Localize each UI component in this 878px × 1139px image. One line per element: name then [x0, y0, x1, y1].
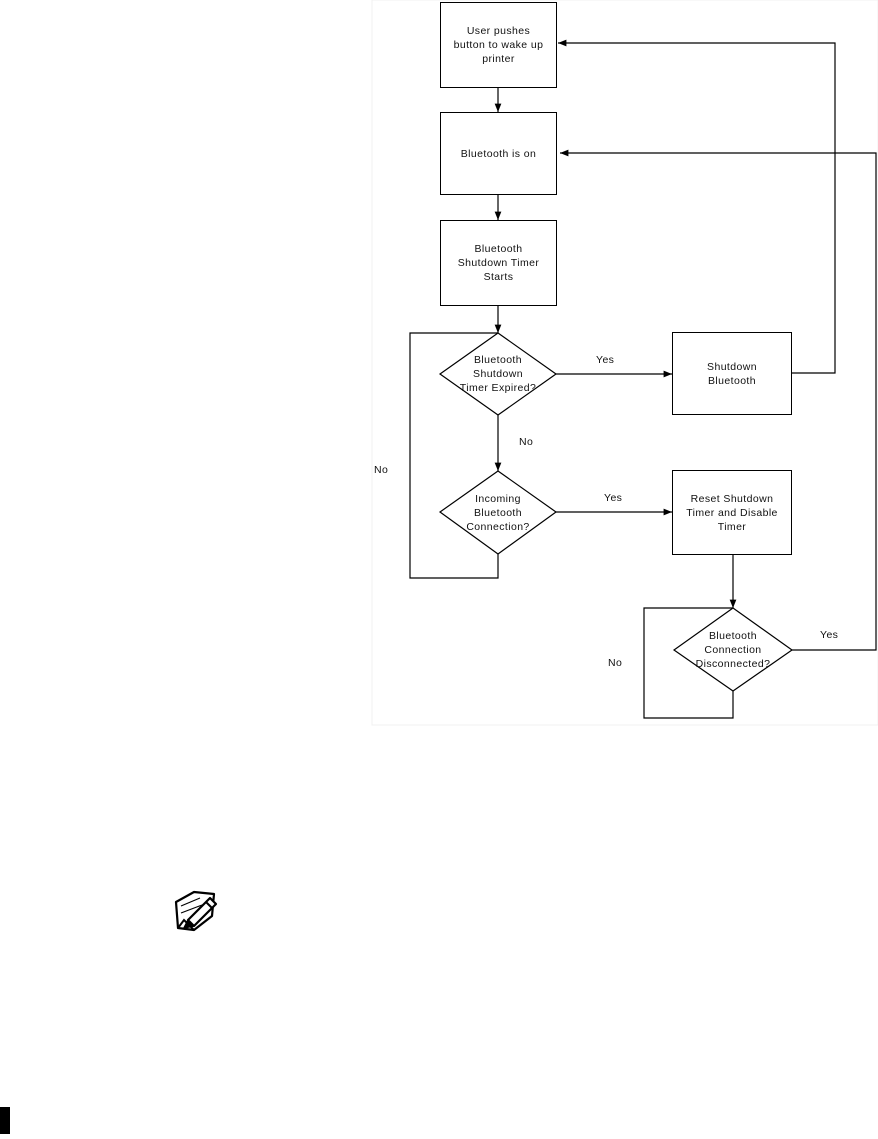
label-incoming-yes: Yes — [604, 492, 622, 504]
label-disconnected-no: No — [608, 657, 622, 669]
page-edge-mark — [0, 1107, 10, 1134]
label-disconnected-yes: Yes — [820, 629, 838, 641]
node-bluetooth-on: Bluetooth is on — [440, 112, 557, 195]
node-timer-expired-label: Bluetooth Shutdown Timer Expired? — [446, 348, 550, 400]
label-incoming-no: No — [374, 464, 388, 476]
node-reset-timer: Reset Shutdown Timer and Disable Timer — [672, 470, 792, 555]
note-pencil-icon — [166, 886, 222, 936]
node-shutdown-bluetooth: Shutdown Bluetooth — [672, 332, 792, 415]
node-incoming-label: Incoming Bluetooth Connection? — [446, 487, 550, 539]
label-expired-yes: Yes — [596, 354, 614, 366]
node-disconnected-label: Bluetooth Connection Disconnected? — [680, 624, 786, 676]
node-wake-printer: User pushes button to wake up printer — [440, 2, 557, 88]
node-timer-starts: Bluetooth Shutdown Timer Starts — [440, 220, 557, 306]
edge-shutdown-to-wake — [558, 43, 835, 373]
label-expired-no: No — [519, 436, 533, 448]
